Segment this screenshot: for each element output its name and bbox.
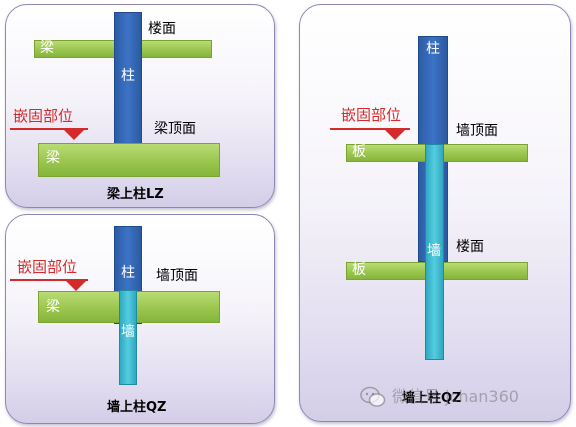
floor-label: 楼面 [148, 21, 176, 37]
beam-upper-label: 梁 [40, 40, 54, 56]
beam-top-surface-label: 梁顶面 [154, 121, 196, 137]
beam-lower-bar [38, 143, 220, 177]
embed-position-label: 嵌固部位 [13, 107, 74, 125]
beam-lower-label: 梁 [46, 150, 60, 166]
embed-position-label: 嵌固部位 [341, 106, 402, 124]
wechat-logo-icon [360, 386, 386, 407]
embed-position-label: 嵌固部位 [17, 258, 78, 276]
embed-line [10, 128, 88, 130]
floor-label: 楼面 [456, 239, 484, 255]
wall-bar [425, 144, 444, 360]
wall-label: 墙 [427, 243, 441, 259]
watermark-text: 微信号 jchan360 [392, 387, 519, 406]
embed-line [330, 128, 410, 130]
panel-beam-caption: 梁上柱LZ [107, 187, 164, 202]
column-label: 柱 [426, 41, 440, 57]
column-label: 柱 [121, 265, 135, 281]
slab-upper-label: 板 [352, 144, 366, 160]
beam-label: 梁 [46, 299, 60, 315]
embed-marker-icon [64, 130, 84, 140]
panel-right-caption: 墙上柱QZ [402, 391, 462, 406]
wall-label: 墙 [121, 324, 135, 340]
embed-line [10, 279, 88, 281]
embed-marker-icon [66, 281, 86, 291]
wall-top-surface-label: 墙顶面 [156, 268, 198, 284]
wall-bar [119, 290, 137, 385]
slab-lower-label: 板 [352, 262, 366, 278]
panel-wall-caption: 墙上柱QZ [107, 400, 167, 415]
wall-top-surface-label: 墙顶面 [456, 123, 498, 139]
column-label: 柱 [121, 68, 135, 84]
embed-marker-icon [385, 130, 405, 140]
